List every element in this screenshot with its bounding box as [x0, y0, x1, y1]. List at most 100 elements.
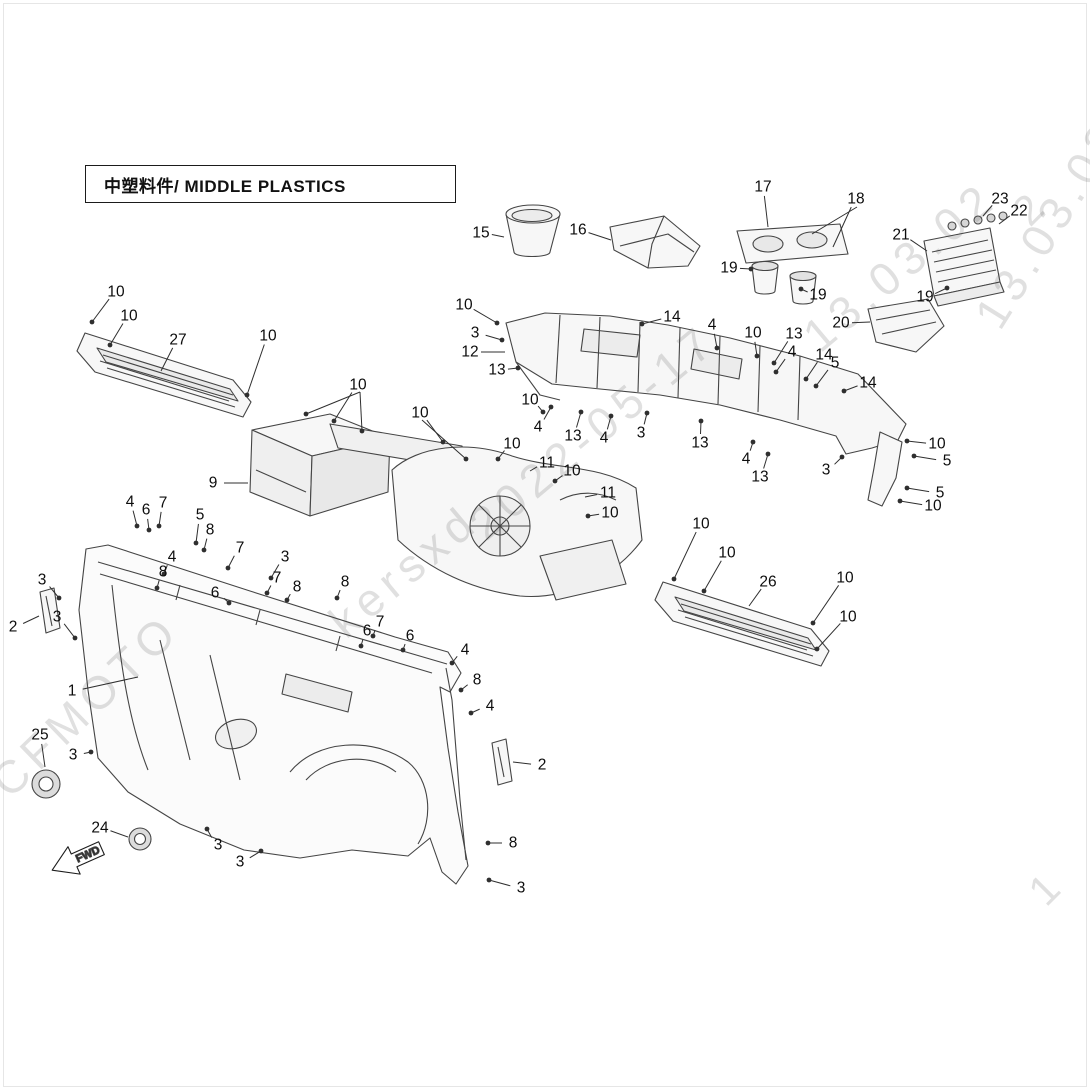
fastener-dot: [268, 575, 274, 581]
callout-3: 3: [517, 880, 526, 897]
fastener-dot: [750, 439, 756, 445]
fastener-dot: [803, 376, 809, 382]
leader-line: [512, 761, 532, 765]
fastener-dot: [714, 345, 720, 351]
callout-4: 4: [708, 317, 717, 334]
fastener-dot: [154, 585, 160, 591]
part-11-middle-panel: [391, 446, 643, 601]
fastener-dot: [754, 353, 760, 359]
callout-10: 10: [692, 516, 710, 533]
part-15-cup: [505, 204, 561, 258]
callout-2: 2: [538, 757, 547, 774]
fastener-dot: [771, 360, 777, 366]
callout-10: 10: [349, 377, 367, 394]
callout-15: 15: [472, 225, 489, 242]
fastener-dot: [449, 660, 455, 666]
fastener-dot: [814, 646, 820, 652]
fastener-dot: [897, 498, 903, 504]
callout-19: 19: [809, 287, 826, 304]
fastener-dot: [264, 590, 270, 596]
callout-10: 10: [744, 325, 762, 342]
callout-4: 4: [461, 642, 470, 659]
fastener-dot: [201, 547, 207, 553]
callout-24: 24: [91, 820, 109, 837]
fastener-dot: [585, 513, 591, 519]
leader-line: [488, 879, 511, 887]
part-26-vent-grille: [654, 581, 830, 667]
fastener-dot: [359, 428, 365, 434]
leader-line: [913, 455, 937, 461]
callout-11: 11: [600, 485, 616, 502]
leader-line: [63, 623, 76, 639]
fastener-dot: [303, 411, 309, 417]
fwd-arrow: FWD: [51, 841, 105, 875]
callout-5: 5: [936, 485, 945, 502]
leader-line: [109, 323, 124, 346]
callout-4: 4: [534, 419, 543, 436]
fastener-dot: [608, 413, 614, 419]
callout-7: 7: [236, 540, 245, 557]
leader-line: [815, 369, 829, 387]
fastener-dot: [944, 285, 950, 291]
fastener-dot: [72, 635, 78, 641]
callout-4: 4: [600, 430, 609, 447]
fastener-dot: [639, 321, 645, 327]
title-box: 中塑料件/ MIDDLE PLASTICS: [85, 165, 456, 203]
callout-3: 3: [53, 609, 62, 626]
fastener-dot: [515, 365, 521, 371]
callout-11: 11: [539, 455, 555, 472]
fastener-dot: [578, 409, 584, 415]
fastener-dot: [810, 620, 816, 626]
fastener-dot: [701, 588, 707, 594]
fastener-dot: [904, 485, 910, 491]
leader-line: [195, 523, 199, 544]
callout-4: 4: [486, 698, 495, 715]
callout-18: 18: [847, 191, 864, 208]
fastener-dot: [495, 456, 501, 462]
part-9-box: [249, 413, 471, 517]
fastener-dot: [440, 439, 446, 445]
callout-4: 4: [126, 494, 135, 511]
fastener-dot: [540, 409, 546, 415]
leader-line: [763, 453, 769, 469]
part-24-grommet: [128, 827, 152, 851]
fastener-dot: [161, 571, 167, 577]
callout-14: 14: [815, 347, 833, 364]
callout-8: 8: [473, 672, 482, 689]
callout-10: 10: [455, 297, 473, 314]
leader-line: [906, 440, 927, 444]
leader-line: [584, 494, 598, 498]
leader-line: [816, 623, 841, 650]
leader-line: [91, 298, 110, 323]
leader-line: [805, 361, 818, 380]
callout-3: 3: [214, 837, 223, 854]
callout-26: 26: [759, 574, 776, 591]
leader-line: [421, 419, 467, 460]
fastener-dot: [671, 576, 677, 582]
callout-2: 2: [9, 619, 18, 636]
callout-7: 7: [376, 614, 385, 631]
callout-5: 5: [196, 507, 205, 524]
fastener-dot: [458, 687, 464, 693]
leader-line: [485, 334, 503, 341]
callout-27: 27: [169, 332, 186, 349]
leader-line: [641, 318, 662, 325]
fastener-dot: [463, 456, 469, 462]
fastener-dot: [400, 647, 406, 653]
callout-8: 8: [509, 835, 518, 852]
leader-line: [910, 239, 928, 252]
callout-19: 19: [916, 289, 933, 306]
callout-14: 14: [859, 375, 877, 392]
leader-line: [110, 830, 129, 838]
callout-10: 10: [839, 609, 857, 626]
callout-13: 13: [691, 435, 708, 452]
callout-8: 8: [206, 522, 215, 539]
leader-line: [270, 564, 280, 579]
fastener-dot: [798, 286, 804, 292]
fastener-dot: [244, 392, 250, 398]
callout-7: 7: [159, 495, 168, 512]
fastener-dot: [698, 418, 704, 424]
fastener-dot: [334, 595, 340, 601]
leader-line: [982, 205, 993, 217]
callout-4: 4: [168, 549, 177, 566]
